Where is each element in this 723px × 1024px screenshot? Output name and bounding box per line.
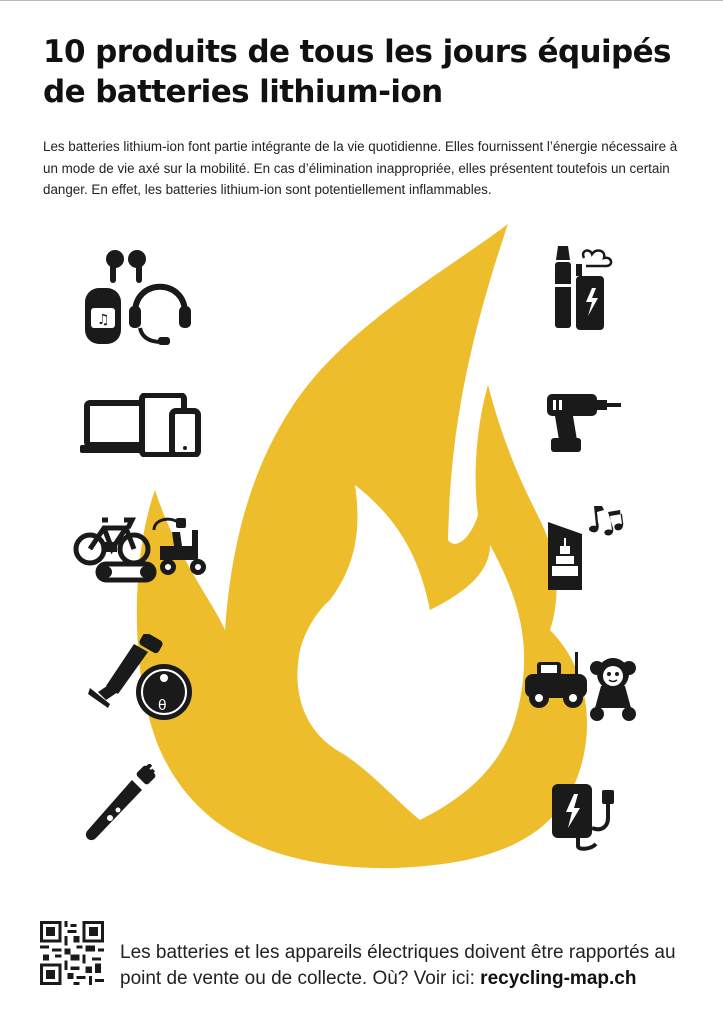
- cordless-drill-icon: [547, 394, 621, 452]
- svg-text:θ: θ: [158, 698, 167, 714]
- qr-code-icon[interactable]: [40, 921, 104, 985]
- vape-ecigarette-icon: [555, 246, 613, 330]
- svg-text:♫: ♫: [97, 312, 110, 328]
- vacuum-robot-cleaner-icon: θ: [88, 634, 192, 720]
- ebike-hoverboard-scooter-icon: [73, 517, 206, 583]
- page-title: 10 produits de tous les jours équipés de…: [43, 34, 672, 110]
- recycling-map-link[interactable]: recycling-map.ch: [480, 968, 637, 989]
- footer-notice: Les batteries et les appareils électriqu…: [120, 940, 700, 992]
- page-edge: [0, 0, 723, 1]
- powerbank-icon: [552, 784, 614, 851]
- footer-text: Les batteries et les appareils électriqu…: [120, 942, 676, 989]
- electric-toothbrush-icon: [85, 764, 156, 841]
- earbuds-speaker-headset-icon: ♫: [85, 250, 191, 345]
- laptop-tablet-phone-icon: [80, 393, 201, 457]
- rc-car-doll-toys-icon: [525, 652, 636, 721]
- musical-greeting-card-icon: [548, 506, 624, 590]
- intro-paragraph: Les batteries lithium-ion font partie in…: [43, 139, 678, 197]
